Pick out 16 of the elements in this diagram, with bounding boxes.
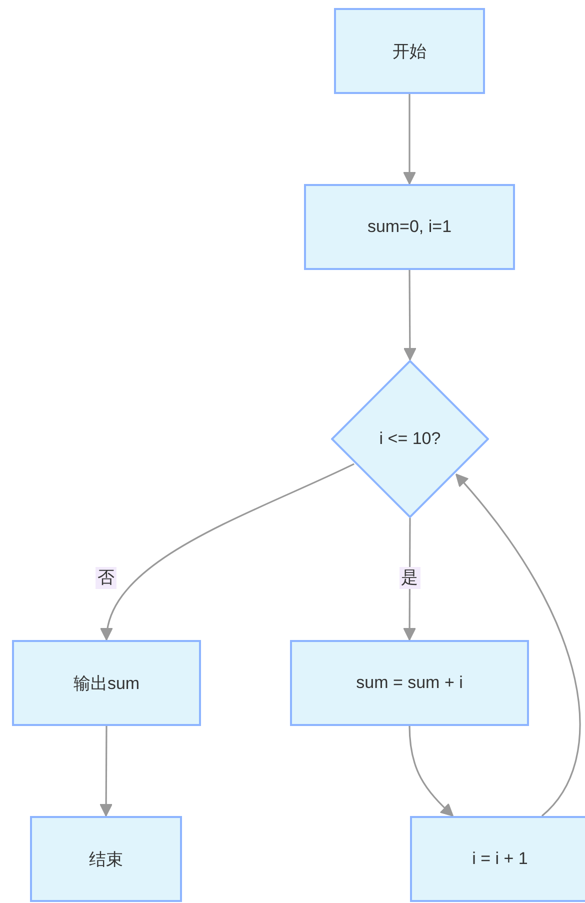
edge-label: 否 [96, 567, 116, 589]
process-box: 结束 [30, 816, 182, 902]
arrow [455, 474, 580, 817]
arrow [403, 518, 416, 640]
arrow [100, 726, 113, 816]
decision-diamond: i <= 10? [331, 360, 489, 518]
arrow [403, 94, 416, 184]
edge-label: 是 [399, 567, 420, 589]
process-box: sum = sum + i [290, 640, 529, 726]
process-box: sum=0, i=1 [304, 184, 515, 270]
process-box: i = i + 1 [410, 816, 585, 902]
process-box: 输出sum [12, 640, 201, 726]
arrow [408, 726, 454, 817]
arrow [403, 270, 416, 360]
arrow [102, 463, 354, 640]
process-box: 开始 [334, 8, 485, 94]
